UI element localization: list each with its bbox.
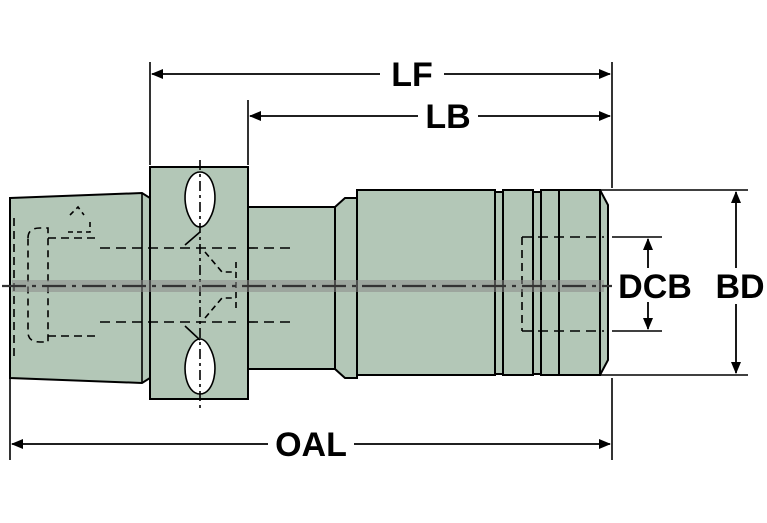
lb-label: LB xyxy=(425,98,470,136)
bd-label: BD xyxy=(715,268,764,306)
oal-label: OAL xyxy=(275,426,347,464)
dcb-label: DCB xyxy=(618,268,692,306)
dimension-lines xyxy=(11,69,741,449)
lf-label: LF xyxy=(391,56,433,94)
centerline-band xyxy=(12,280,604,292)
extension-lines xyxy=(9,62,748,460)
flange-slots xyxy=(184,160,216,408)
